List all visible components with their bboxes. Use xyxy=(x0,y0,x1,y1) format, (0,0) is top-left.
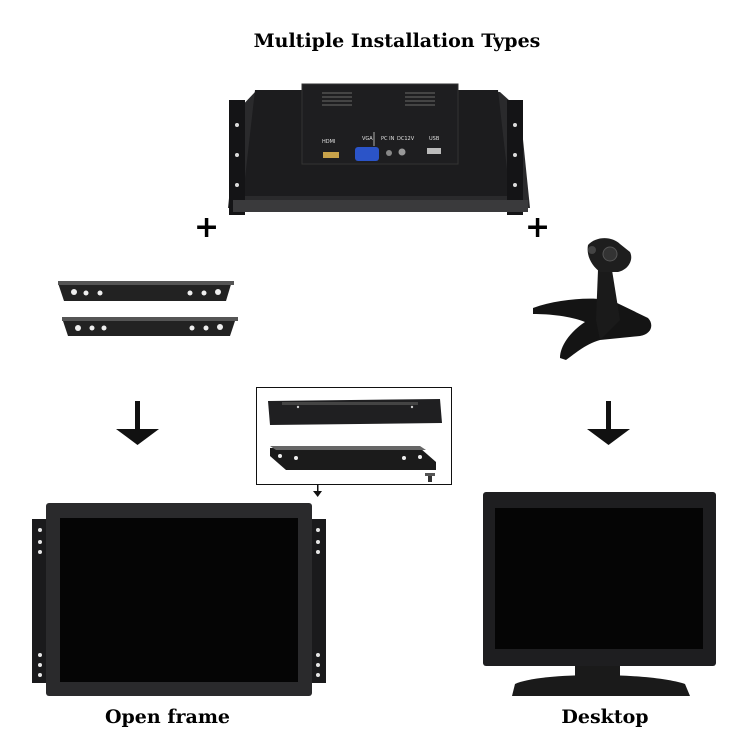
open-frame-screen xyxy=(60,518,298,682)
screw-icon xyxy=(425,473,435,482)
arrow-left xyxy=(116,401,159,445)
caption-open-frame: Open frame xyxy=(104,706,231,728)
vent-grille xyxy=(322,92,435,106)
open-frame-monitor xyxy=(32,503,326,696)
bracket-bottom xyxy=(62,317,238,336)
inset-pointer-arrow xyxy=(313,485,322,497)
vga-port xyxy=(355,147,379,161)
bracket-top xyxy=(58,281,234,301)
usb-port xyxy=(427,148,441,154)
dc-jack xyxy=(398,148,406,156)
dc-label: DC12V xyxy=(397,136,415,142)
usb-port-label: USB xyxy=(429,136,440,142)
desktop-screen xyxy=(495,508,703,649)
arrow-right xyxy=(587,401,630,445)
port-box xyxy=(301,83,459,165)
plus-sign-left: + xyxy=(194,210,220,245)
hdmi-port-label: HDMI xyxy=(322,139,335,145)
caption-desktop: Desktop xyxy=(561,706,649,728)
vga-port-label: VGA xyxy=(362,136,373,142)
page-title: Multiple Installation Types xyxy=(253,30,541,52)
inset-bar xyxy=(268,399,442,425)
inset-angle-bracket xyxy=(270,446,436,470)
hdmi-port xyxy=(323,152,339,158)
desktop-monitor xyxy=(483,492,716,696)
mounting-brackets xyxy=(58,281,238,336)
plus-sign-right: + xyxy=(525,210,551,245)
desktop-stand xyxy=(533,238,652,360)
pc-in-label: PC IN xyxy=(381,136,395,142)
pc-in-jack xyxy=(386,150,392,156)
